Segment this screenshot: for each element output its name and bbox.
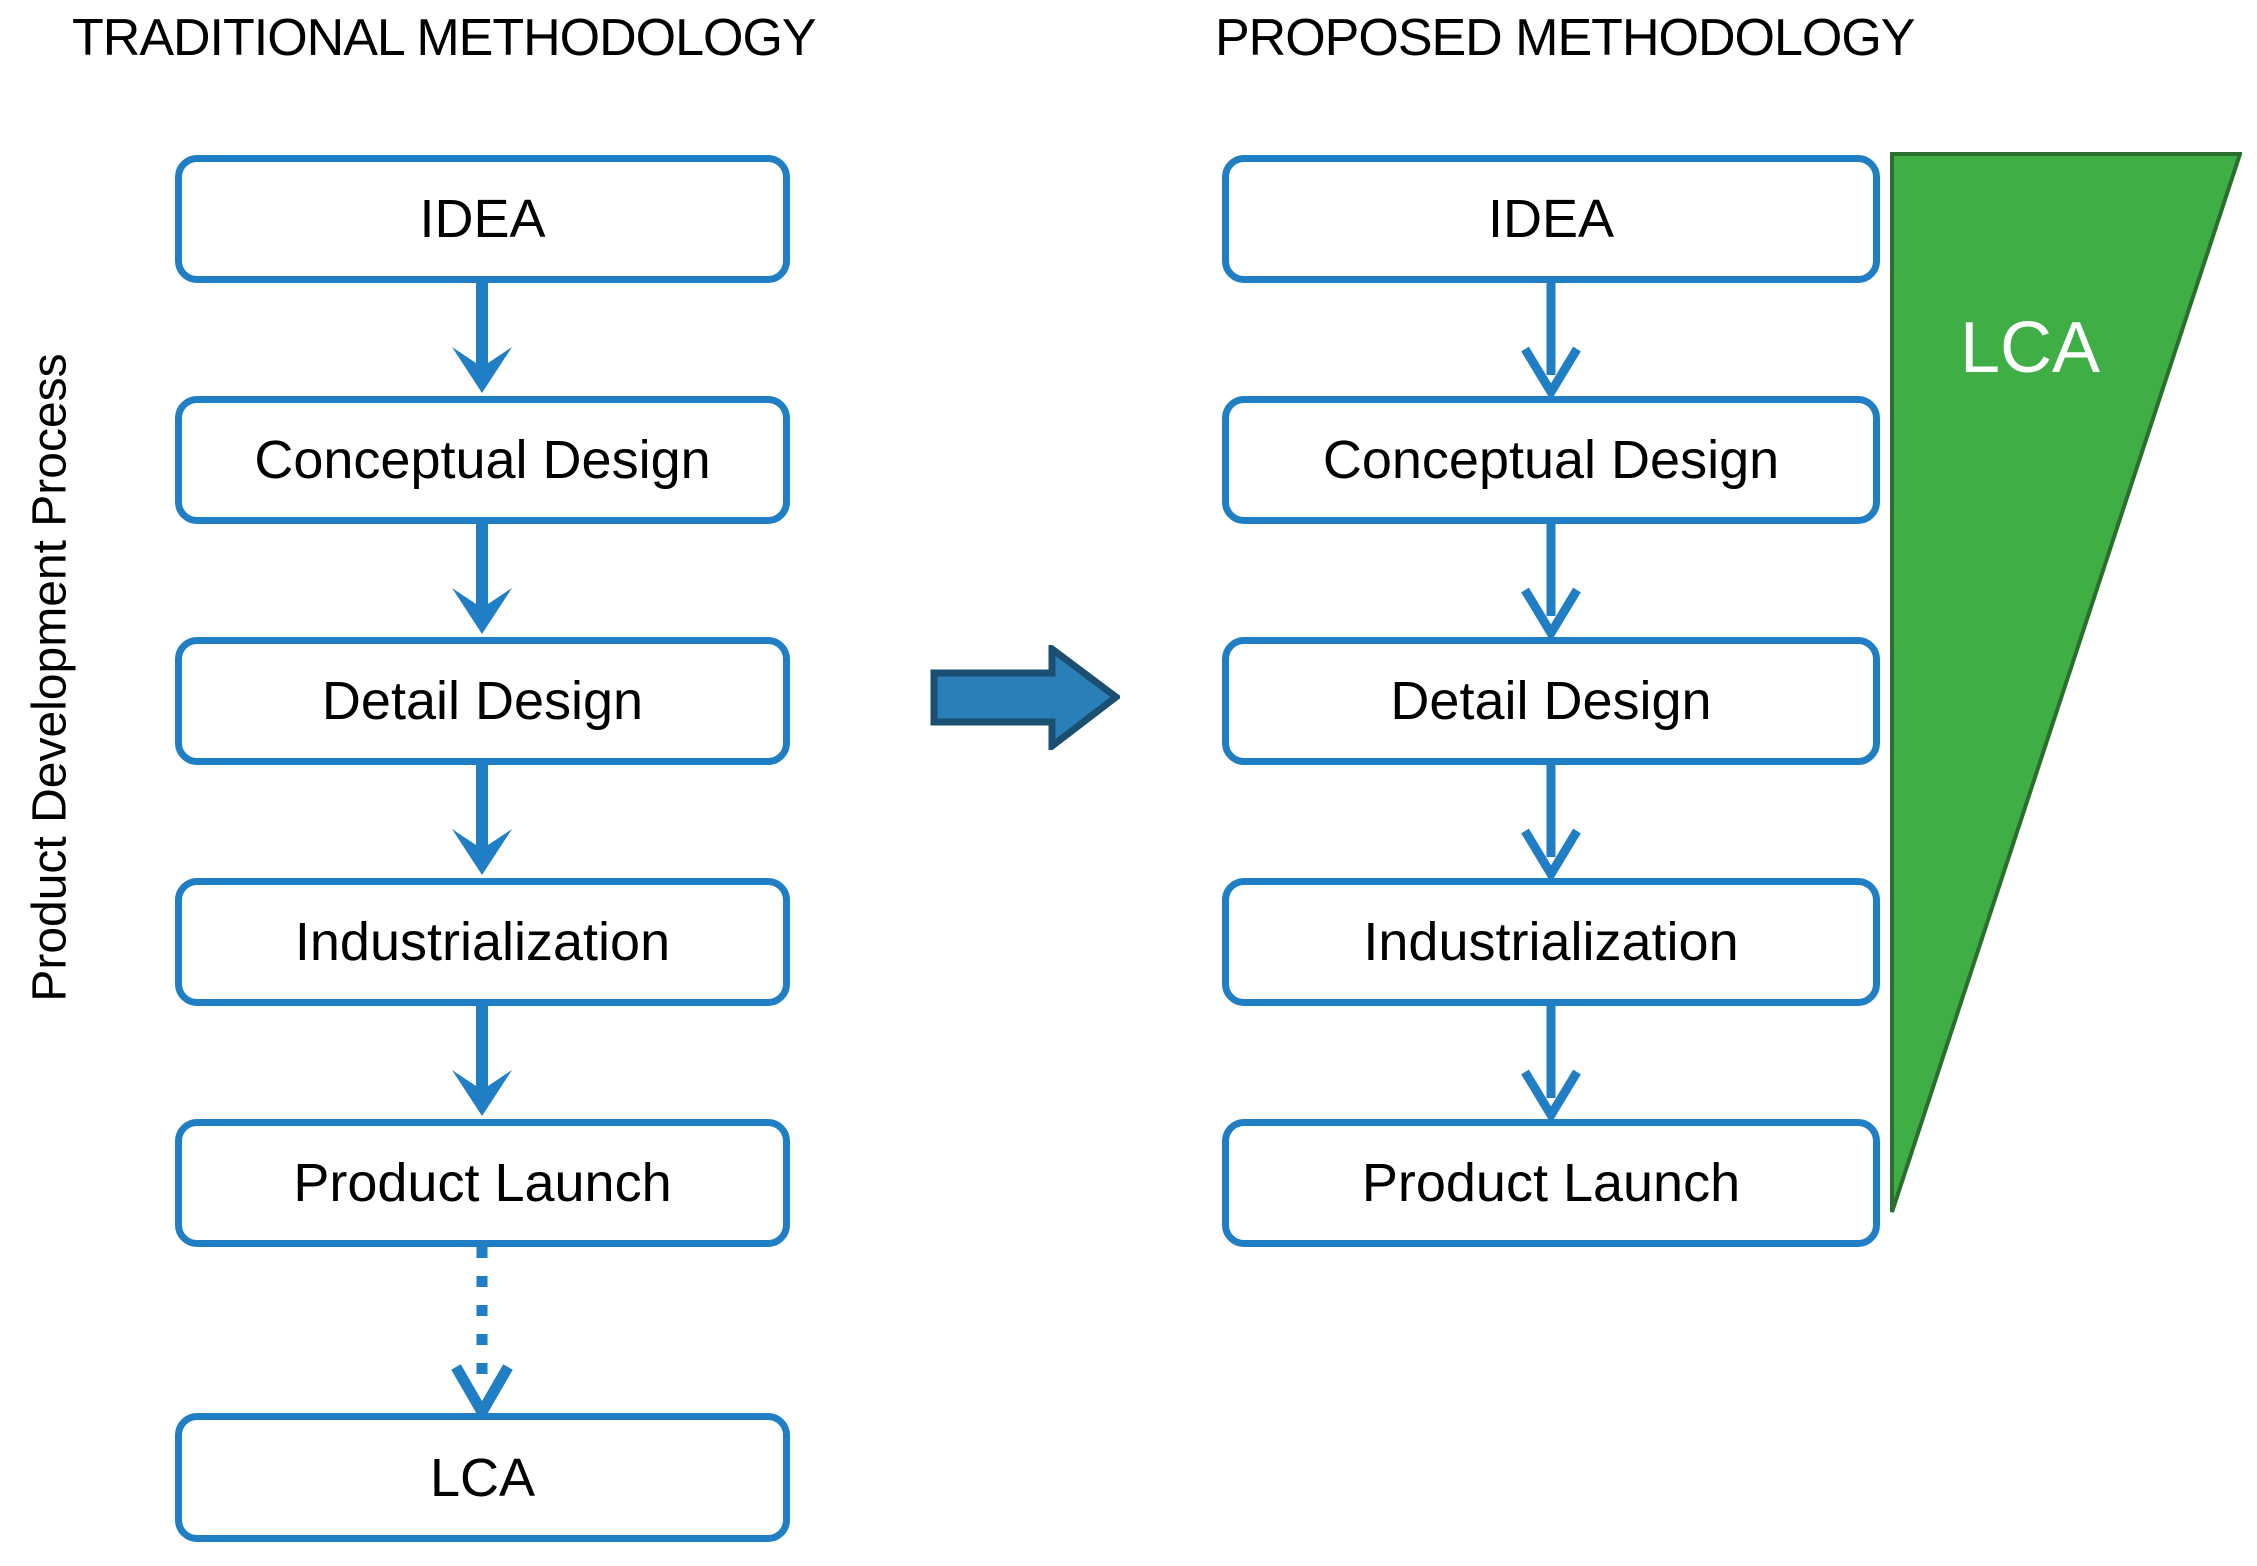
proposed-step-idea-label: IDEA [1487, 189, 1615, 249]
proposed-step-idea[interactable]: IDEA [1222, 155, 1880, 283]
traditional-step-conceptual-design[interactable]: Conceptual Design [175, 396, 790, 524]
product-development-process-axis-label: Product Development Process [23, 353, 77, 1002]
proposed-connector-2-solid-arrow [1521, 524, 1581, 637]
proposed-step-industrialization[interactable]: Industrialization [1222, 878, 1880, 1006]
traditional-step-detail-design-label: Detail Design [321, 671, 644, 731]
traditional-step-product-launch-label: Product Launch [293, 1153, 672, 1213]
traditional-methodology-title: TRADITIONAL METHODOLOGY [72, 9, 817, 67]
traditional-step-detail-design[interactable]: Detail Design [175, 637, 790, 765]
proposed-step-product-launch[interactable]: Product Launch [1222, 1119, 1880, 1247]
lca-triangle-label: LCA [1960, 308, 2101, 388]
proposed-step-product-launch-label: Product Launch [1361, 1153, 1741, 1213]
transition-arrow-icon [930, 645, 1120, 750]
traditional-step-lca[interactable]: LCA [175, 1413, 790, 1542]
proposed-connector-3-solid-arrow [1521, 765, 1581, 878]
traditional-step-idea[interactable]: IDEA [175, 155, 790, 283]
proposed-step-industrialization-label: Industrialization [1363, 912, 1739, 972]
proposed-connector-1-solid-arrow [1521, 283, 1581, 396]
proposed-step-conceptual-design[interactable]: Conceptual Design [1222, 396, 1880, 524]
proposed-step-detail-design[interactable]: Detail Design [1222, 637, 1880, 765]
traditional-step-industrialization-label: Industrialization [294, 912, 671, 972]
traditional-connector-4-solid-arrow [452, 1006, 512, 1116]
lca-triangle-shape [1890, 152, 2243, 1213]
traditional-connector-2-solid-arrow [452, 524, 512, 634]
proposed-step-conceptual-design-label: Conceptual Design [1322, 430, 1780, 490]
proposed-step-detail-design-label: Detail Design [1390, 671, 1712, 731]
traditional-connector-3-solid-arrow [452, 765, 512, 875]
traditional-step-lca-label: LCA [429, 1447, 536, 1508]
traditional-step-product-launch[interactable]: Product Launch [175, 1119, 790, 1247]
traditional-step-conceptual-design-label: Conceptual Design [254, 430, 711, 490]
traditional-connector-1-solid-arrow [452, 283, 512, 393]
lca-coverage-triangle: LCA [1890, 152, 2243, 1214]
traditional-step-industrialization[interactable]: Industrialization [175, 878, 790, 1006]
proposed-methodology-title: PROPOSED METHODOLOGY [1215, 9, 1915, 67]
proposed-connector-4-solid-arrow [1521, 1006, 1581, 1119]
traditional-step-idea-label: IDEA [419, 189, 546, 249]
traditional-connector-5-dotted-arrow [451, 1247, 513, 1417]
